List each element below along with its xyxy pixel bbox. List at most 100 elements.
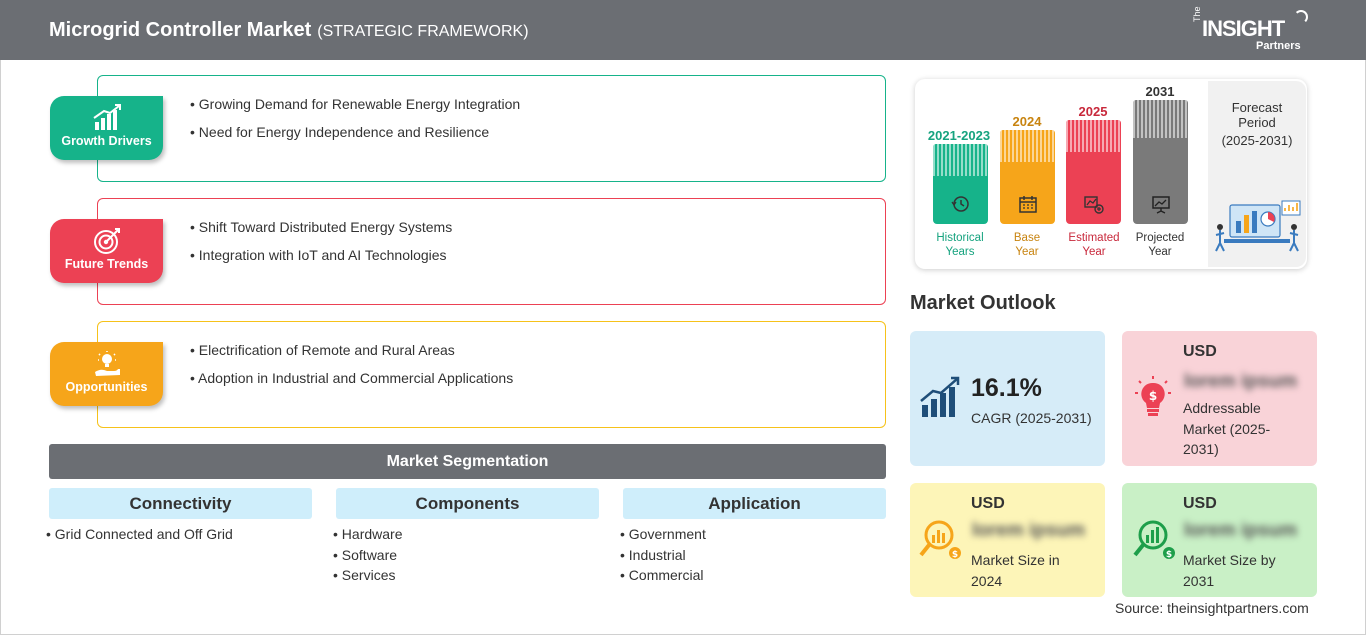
future-trends-list: Shift Toward Distributed Energy Systems …: [190, 217, 452, 273]
growth-bars-icon: [920, 376, 960, 417]
title-subtitle: (STRATEGIC FRAMEWORK): [317, 23, 529, 40]
opportunities-list: Electrification of Remote and Rural Area…: [190, 340, 513, 396]
svg-text:$: $: [1166, 550, 1172, 560]
caption-line: Year: [1015, 246, 1039, 258]
opportunities-card: Electrification of Remote and Rural Area…: [97, 321, 886, 428]
title-text: Microgrid Controller Market: [49, 19, 312, 41]
timeline-year-estimated: 2025: [1078, 104, 1108, 119]
timeline-bar-estimated: [1066, 120, 1121, 224]
addressable-value: lorem ipsum: [1184, 371, 1297, 392]
caption-line: Years: [945, 246, 975, 258]
timeline-year-base: 2024: [1012, 114, 1042, 129]
caption-line: Estimated: [1068, 232, 1120, 244]
analytics-people-illustration: [1215, 200, 1301, 252]
list-item: Industrial: [620, 545, 706, 566]
target-icon: [93, 228, 120, 254]
forecast-range: (2025-2031): [1221, 133, 1293, 148]
history-icon: [951, 196, 969, 212]
list-item: Shift Toward Distributed Energy Systems: [190, 217, 452, 245]
timeline-bar-historical: [933, 144, 988, 224]
addressable-market-box: USD lorem ipsum $ Addressable Market (20…: [1122, 331, 1317, 466]
growth-chart-icon: [92, 104, 121, 130]
segment-head-application: Application: [623, 488, 886, 519]
badge-label: Growth Drivers: [61, 134, 152, 148]
magnifier-chart-icon: $: [919, 520, 961, 560]
growth-drivers-badge: Growth Drivers: [50, 96, 163, 160]
list-item: Hardware: [333, 524, 403, 545]
growth-drivers-list: Growing Demand for Renewable Energy Inte…: [190, 94, 520, 150]
caption-line: Historical: [936, 232, 984, 244]
calendar-icon: [1019, 196, 1037, 213]
timeline-year-historical: 2021-2023: [927, 128, 991, 143]
size-2024-value: lorem ipsum: [972, 520, 1085, 541]
list-item: Adoption in Industrial and Commercial Ap…: [190, 368, 513, 396]
growth-drivers-card: Growing Demand for Renewable Energy Inte…: [97, 75, 886, 182]
page-title: Microgrid Controller Market (STRATEGIC FR…: [49, 19, 529, 42]
future-trends-card: Shift Toward Distributed Energy Systems …: [97, 198, 886, 305]
addressable-label: Addressable Market (2025-2031): [1183, 400, 1271, 457]
market-size-2031-box: USD lorem ipsum $ Market Size by 2031: [1122, 483, 1317, 597]
forecast-label-line: Period: [1238, 115, 1276, 130]
timeline-bar-projected: [1133, 100, 1188, 224]
caption-line: Projected: [1135, 232, 1185, 244]
svg-text:$: $: [952, 550, 958, 560]
logo-insight: INSIGHT: [1202, 16, 1285, 41]
svg-text:$: $: [1149, 389, 1157, 403]
list-item: Integration with IoT and AI Technologies: [190, 245, 452, 273]
size-2031-usd: USD: [1183, 495, 1217, 512]
size-2031-value: lorem ipsum: [1184, 520, 1297, 541]
list-item: Services: [333, 565, 403, 586]
source-text: Source: theinsightpartners.com: [1115, 600, 1309, 616]
list-item: Software: [333, 545, 403, 566]
cagr-box: 16.1% CAGR (2025-2031): [910, 331, 1105, 466]
components-list: Hardware Software Services: [333, 524, 403, 586]
connectivity-list: Grid Connected and Off Grid: [46, 524, 233, 545]
badge-label: Opportunities: [65, 380, 148, 394]
market-size-2024-box: USD lorem ipsum $ Market Size in 2024: [910, 483, 1105, 597]
size-2024-label: Market Size in 2024: [971, 552, 1060, 589]
badge-label: Future Trends: [64, 257, 149, 271]
caption-line: Year: [1148, 246, 1172, 258]
list-item: Grid Connected and Off Grid: [46, 524, 233, 545]
market-outlook-title: Market Outlook: [910, 292, 1056, 314]
lightbulb-dollar-icon: $: [1135, 376, 1171, 416]
segmentation-title: Market Segmentation: [49, 444, 886, 479]
estimate-chart-icon: [1084, 196, 1104, 214]
list-item: Growing Demand for Renewable Energy Inte…: [190, 94, 520, 122]
header-bar: Microgrid Controller Market (STRATEGIC FR…: [0, 0, 1366, 60]
addressable-usd: USD: [1183, 343, 1217, 360]
bar-stripes: [1000, 130, 1055, 162]
insight-partners-logo: The INSIGHT Partners: [1190, 6, 1310, 54]
list-item: Government: [620, 524, 706, 545]
list-item: Commercial: [620, 565, 706, 586]
timeline-bar-base: [1000, 130, 1055, 224]
presentation-icon: [1152, 196, 1170, 214]
opportunities-badge: Opportunities: [50, 342, 163, 406]
future-trends-badge: Future Trends: [50, 219, 163, 283]
segment-head-components: Components: [336, 488, 599, 519]
cagr-value: 16.1%: [971, 374, 1042, 402]
segment-head-connectivity: Connectivity: [49, 488, 312, 519]
list-item: Electrification of Remote and Rural Area…: [190, 340, 513, 368]
bar-stripes: [1133, 100, 1188, 138]
caption-line: Base: [1013, 232, 1041, 244]
timeline-year-projected: 2031: [1145, 84, 1175, 99]
bar-stripes: [933, 144, 988, 176]
forecast-label-line: Forecast: [1231, 100, 1283, 115]
logo-the: The: [1192, 6, 1202, 22]
bar-stripes: [1066, 120, 1121, 152]
size-2031-label: Market Size by 2031: [1183, 552, 1276, 589]
magnifier-growth-icon: $: [1133, 520, 1175, 560]
application-list: Government Industrial Commercial: [620, 524, 706, 586]
logo-partners: Partners: [1256, 40, 1301, 52]
size-2024-usd: USD: [971, 495, 1005, 512]
caption-line: Year: [1082, 246, 1106, 258]
logo-arc-icon: [1294, 10, 1308, 24]
list-item: Need for Energy Independence and Resilie…: [190, 122, 520, 150]
